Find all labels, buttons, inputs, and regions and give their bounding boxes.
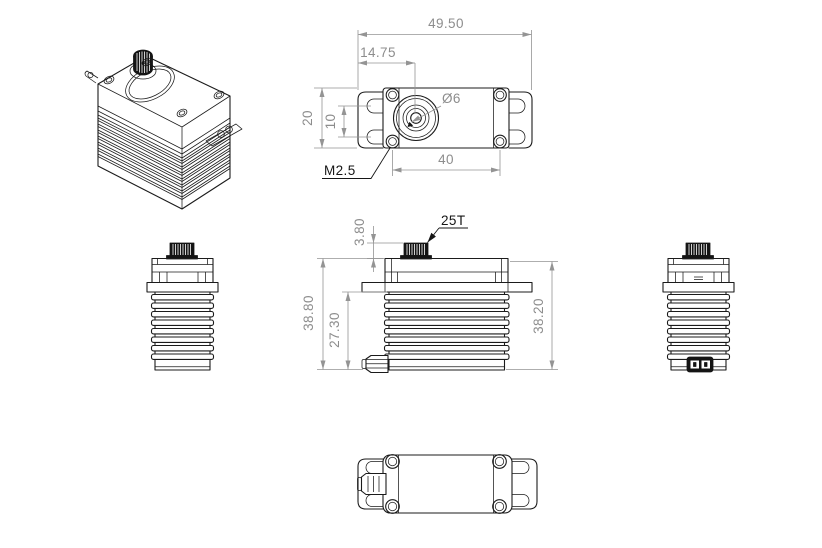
- bottom-view: [357, 454, 538, 514]
- callout-screw-thread: M2.5: [324, 163, 356, 178]
- mounting-tab-iso: [205, 123, 243, 147]
- mounting-tab-right: [508, 91, 533, 149]
- mounting-tab-iso-rear: [84, 70, 99, 84]
- output-boss: [392, 94, 440, 142]
- left-side-view: [146, 242, 219, 371]
- case-outline: [382, 87, 510, 149]
- front-view: [361, 242, 533, 374]
- cap-screws-iso: [103, 57, 225, 118]
- right-side-view: [662, 242, 735, 373]
- mounting-flange: [361, 281, 533, 293]
- dim-overall-width: 49.50: [428, 16, 464, 31]
- dim-mount-hole-span: 40: [438, 152, 454, 167]
- dim-case-width: 20: [300, 110, 315, 126]
- callout-spline-teeth: 25T: [441, 213, 465, 228]
- connector-back: [686, 356, 714, 373]
- dim-case-height: 38.20: [531, 298, 546, 334]
- top-cap-side: [151, 257, 214, 284]
- dim-spline-offset: 14.75: [360, 45, 396, 60]
- cooling-fins-iso-right: [181, 129, 231, 200]
- dim-spline-height: 3.80: [352, 218, 367, 246]
- spline-gear-side: [166, 242, 198, 260]
- mounting-flange-side2: [662, 281, 735, 293]
- case-screws: [385, 88, 507, 149]
- dim-overall-height: 38.80: [301, 295, 316, 331]
- top-view-dimensions: 49.50 14.75 20 10 40 Ø6 M2.5: [300, 16, 532, 179]
- dim-spline-diameter: Ø6: [442, 91, 461, 106]
- mounting-tab-left: [357, 91, 384, 149]
- wire-connector: [361, 354, 389, 374]
- dim-lower-body-height: 27.30: [327, 312, 342, 348]
- case-screws-bottom: [385, 454, 507, 514]
- dim-slot-spacing: 10: [323, 114, 338, 130]
- mounting-flange-side: [146, 281, 219, 293]
- isometric-view: [84, 49, 243, 210]
- front-view-dimensions: 3.80 25T 38.80 27.30 38.20: [301, 213, 558, 370]
- cooling-fins-iso-left: [97, 117, 183, 200]
- top-cap: [384, 257, 509, 284]
- top-cap-side2: [667, 257, 730, 284]
- spline-gear-side2: [682, 242, 714, 260]
- mounting-tab-right-bottom: [511, 458, 538, 510]
- cooling-fins: [383, 293, 510, 360]
- spline-gear: [400, 242, 432, 260]
- cooling-fins-side2: [666, 293, 731, 360]
- wire-connector-bottom: [357, 472, 387, 496]
- top-view: [357, 87, 533, 149]
- cooling-fins-side: [150, 293, 215, 360]
